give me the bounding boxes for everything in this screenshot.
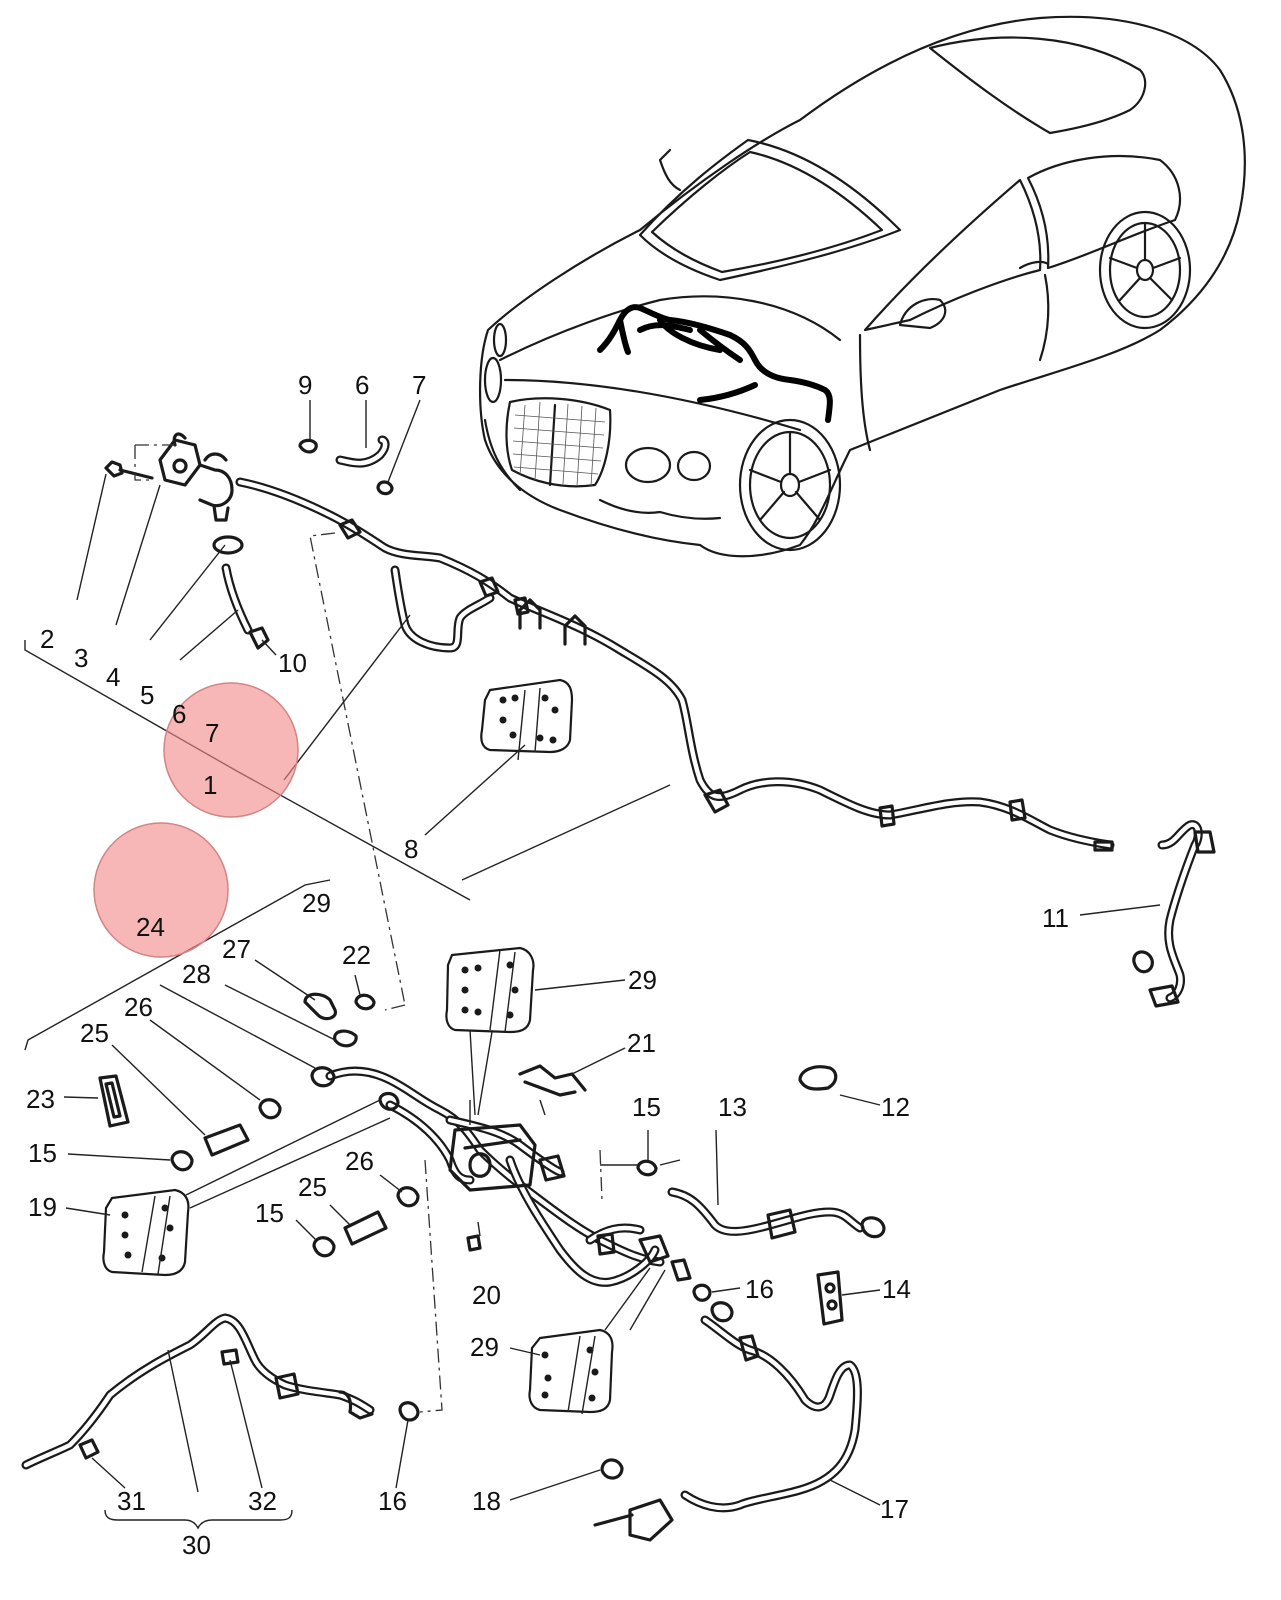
callout-6: 6 [355, 370, 369, 400]
wiring-harness [597, 304, 833, 423]
callout-31: 31 [117, 1486, 146, 1516]
callout-7: 7 [205, 718, 219, 748]
callout-13: 13 [718, 1092, 747, 1122]
callout-26: 26 [345, 1146, 374, 1176]
car-illustration [478, 15, 1246, 558]
grille-mesh [512, 401, 606, 487]
callout-16: 16 [378, 1486, 407, 1516]
callout-15: 15 [632, 1092, 661, 1122]
callout-32: 32 [248, 1486, 277, 1516]
callout-25: 25 [80, 1018, 109, 1048]
callout-7: 7 [412, 370, 426, 400]
callout-29: 29 [628, 965, 657, 995]
callout-27: 27 [222, 934, 251, 964]
callout-3: 3 [74, 643, 88, 673]
callout-14: 14 [882, 1274, 911, 1304]
callout-1: 1 [203, 770, 217, 800]
callout-11: 11 [1042, 903, 1069, 933]
callout-4: 4 [106, 662, 120, 692]
callout-2: 2 [40, 624, 54, 654]
mounting-plate-upper [480, 678, 574, 761]
callout-25: 25 [298, 1172, 327, 1202]
callout-20: 20 [472, 1280, 501, 1310]
upper-pipe-assembly [104, 432, 1216, 1008]
callout-23: 23 [26, 1084, 55, 1114]
callout-24: 24 [136, 912, 165, 942]
lower-pipe-assembly [21, 992, 886, 1542]
callout-17: 17 [880, 1494, 909, 1524]
leader-lines [24, 399, 1161, 1530]
callout-28: 28 [182, 959, 211, 989]
callout-5: 5 [140, 680, 154, 710]
callout-19: 19 [28, 1192, 57, 1222]
callout-29: 29 [302, 888, 331, 918]
callout-6: 6 [172, 699, 186, 729]
callout-12: 12 [881, 1092, 910, 1122]
callout-15: 15 [255, 1198, 284, 1228]
callout-10: 10 [278, 648, 307, 678]
callout-8: 8 [404, 834, 418, 864]
mounting-plate-29-upper [445, 946, 535, 1034]
callout-26: 26 [124, 992, 153, 1022]
highlight-marker-upper [163, 682, 299, 818]
callout-9: 9 [298, 370, 312, 400]
callout-30: 30 [182, 1530, 211, 1560]
reference-lines [134, 444, 603, 1413]
callout-labels: 9 6 7 2 3 4 5 6 7 1 10 8 11 24 29 27 22 … [26, 370, 1069, 1560]
callout-21: 21 [627, 1028, 656, 1058]
callout-15: 15 [28, 1138, 57, 1168]
callout-29: 29 [470, 1332, 499, 1362]
mounting-plate-29-lower [528, 1328, 614, 1415]
mounting-plate-19 [102, 1188, 190, 1277]
callout-16: 16 [745, 1274, 774, 1304]
callout-22: 22 [342, 940, 371, 970]
callout-18: 18 [472, 1486, 501, 1516]
highlight-marker-lower [93, 822, 229, 958]
